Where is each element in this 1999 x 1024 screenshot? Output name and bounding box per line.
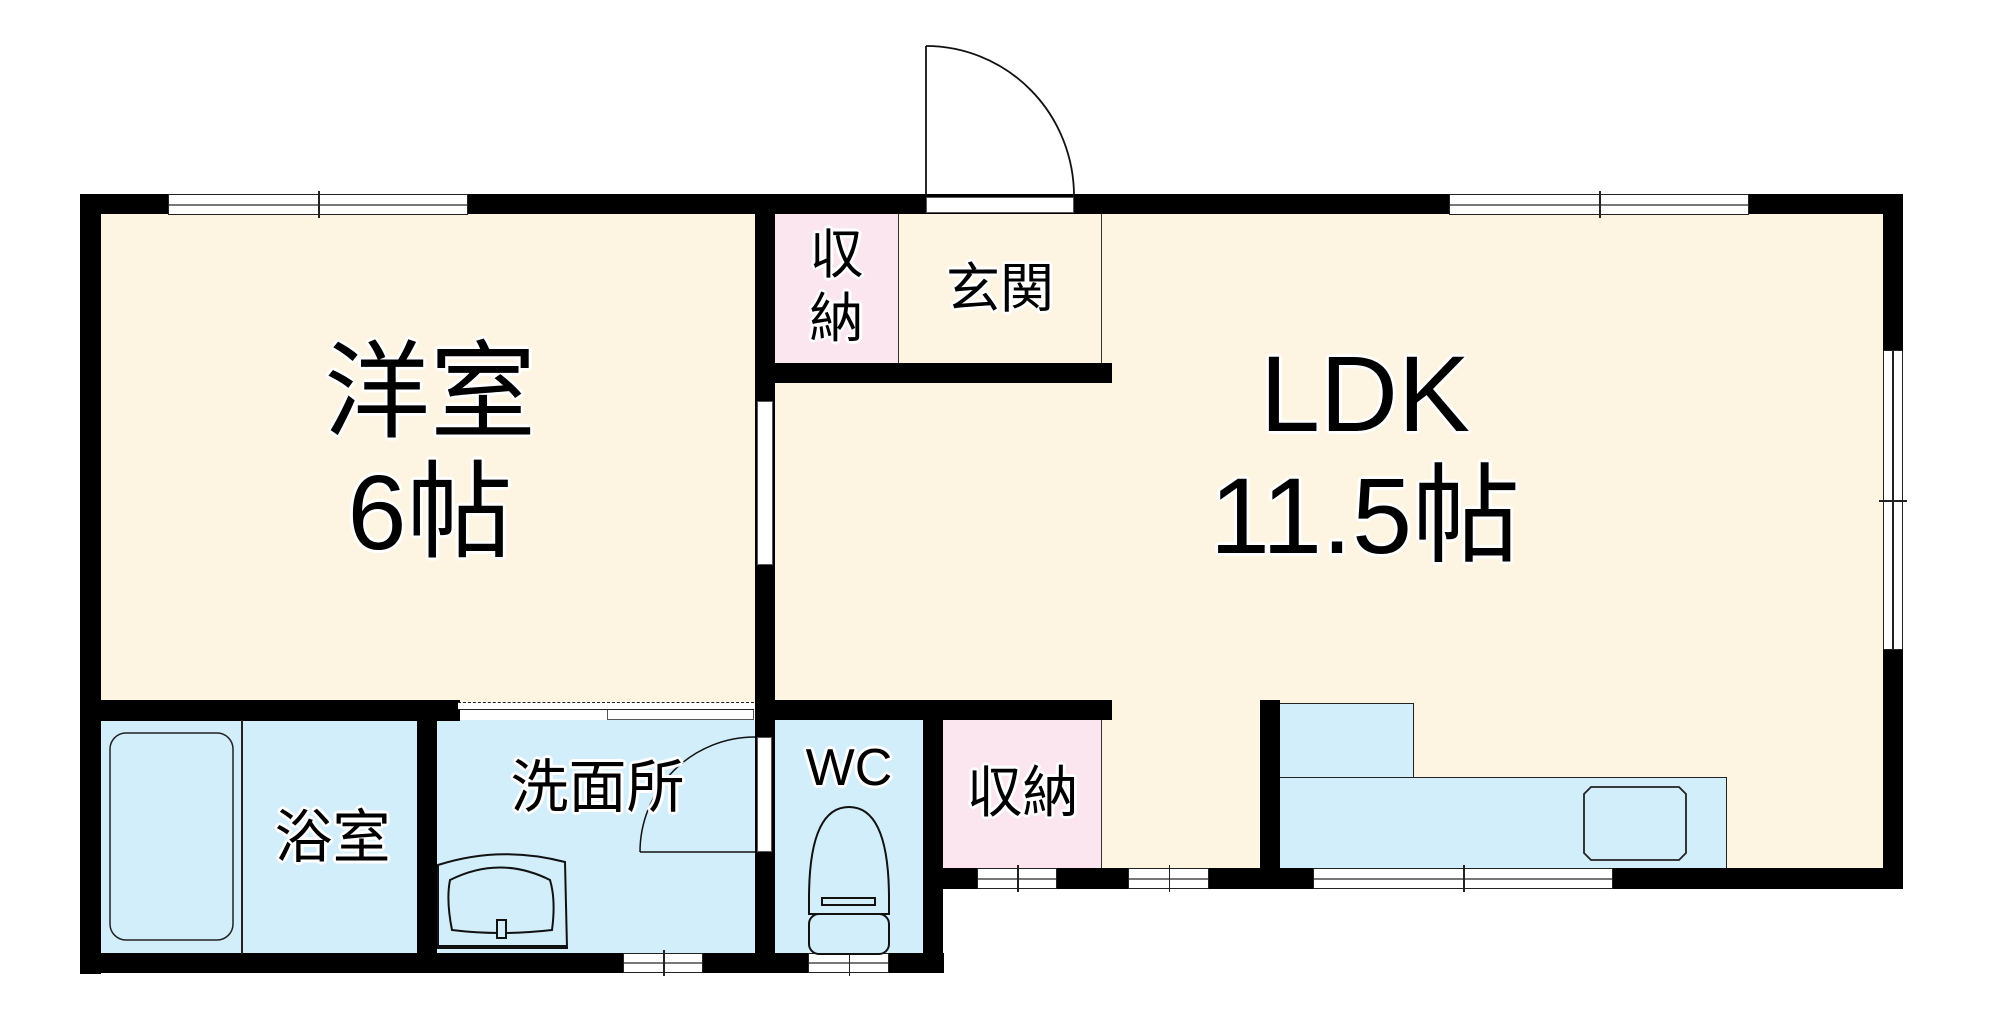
toilet-label: WC <box>805 739 893 797</box>
wall-mid-left <box>80 700 460 721</box>
bathtub-icon <box>109 732 234 941</box>
storage-top-label-2: 納 <box>809 287 864 350</box>
window-wash-bottom <box>623 950 703 976</box>
entrance-door-swing-icon <box>925 45 1075 197</box>
door-wash-corridor <box>757 737 772 852</box>
wall-left <box>80 194 101 974</box>
washroom-label: 洗面所 <box>510 753 685 821</box>
ldk-label: LDK <box>1259 333 1471 454</box>
wall-bottom-left <box>80 953 944 973</box>
entrance-label: 玄関 <box>946 257 1054 320</box>
window-western-top <box>168 191 468 218</box>
kitchen-sink-icon <box>1583 786 1687 861</box>
storage-top-floor <box>775 213 898 365</box>
western-room-size: 6帖 <box>347 454 513 572</box>
window-ldk-bottom <box>1128 865 1209 892</box>
entrance-floor <box>898 213 1102 365</box>
window-ldk-top <box>1449 191 1749 218</box>
wall-mid-right <box>755 700 1112 720</box>
sliding-door-track <box>458 702 754 710</box>
washbasin-icon <box>437 853 569 949</box>
storage-bottom-floor <box>943 720 1102 869</box>
wall-toilet-right <box>923 700 943 973</box>
bathroom-label: 浴室 <box>274 803 391 871</box>
window-kitchen-bottom <box>1313 865 1613 892</box>
entrance-door-opening <box>926 197 1074 213</box>
ldk-size: 11.5帖 <box>1209 455 1521 576</box>
western-room-label: 洋室 <box>324 334 536 452</box>
door-western-ldk <box>757 401 773 565</box>
bath-partition-line <box>241 720 243 954</box>
storage-bottom-label: 収納 <box>966 761 1079 826</box>
storage-top-label-1: 収 <box>809 223 864 286</box>
kitchen-counter-fill <box>1281 779 1412 871</box>
wash-door-swing-icon <box>639 736 756 853</box>
western-room-floor <box>100 213 757 702</box>
wall-kitchen <box>1260 700 1280 889</box>
window-storage-bottom <box>977 865 1057 892</box>
window-ldk-right <box>1879 350 1907 650</box>
wall-bath-wash <box>417 700 437 973</box>
wall-entrance-lower <box>755 363 1112 383</box>
toilet-icon <box>808 805 890 955</box>
